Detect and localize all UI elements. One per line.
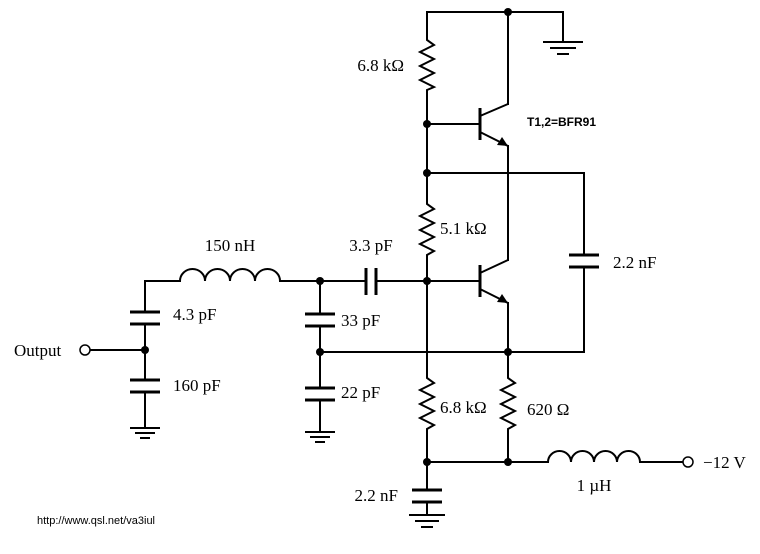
label-output: Output bbox=[14, 341, 62, 360]
ground-decouple bbox=[409, 514, 445, 528]
ground-shunt bbox=[305, 431, 335, 443]
footer-url: http://www.qsl.net/va3iul bbox=[37, 515, 155, 527]
resistor-r-bottom-bias bbox=[417, 374, 437, 432]
output-terminal bbox=[79, 344, 91, 356]
label-c-decouple: 2.2 nF bbox=[355, 486, 398, 505]
label-c-feedback: 2.2 nF bbox=[613, 253, 656, 272]
resistor-r-feedback bbox=[417, 200, 437, 258]
label-c-out-upper: 4.3 pF bbox=[173, 305, 216, 324]
label-supply: −12 V bbox=[703, 453, 747, 472]
label-c-shunt-upper: 33 pF bbox=[341, 311, 380, 330]
transistor-t2 bbox=[478, 259, 509, 304]
label-transistors: T1,2=BFR91 bbox=[527, 115, 596, 129]
label-l-choke: 1 µH bbox=[577, 476, 612, 495]
label-c-out-lower: 160 pF bbox=[173, 376, 221, 395]
junctions bbox=[141, 8, 512, 466]
label-c-coupling: 3.3 pF bbox=[349, 236, 392, 255]
label-r-bottom-bias: 6.8 kΩ bbox=[440, 398, 487, 417]
capacitor-c-out-lower bbox=[130, 378, 160, 394]
capacitor-c-feedback bbox=[569, 253, 599, 269]
wires bbox=[89, 11, 684, 516]
label-r-emitter: 620 Ω bbox=[527, 400, 569, 419]
capacitor-c-decouple bbox=[412, 488, 442, 504]
label-c-shunt-lower: 22 pF bbox=[341, 383, 380, 402]
capacitor-c-shunt-upper bbox=[305, 312, 335, 328]
inductor-l-series bbox=[179, 268, 281, 282]
label-r-top-bias: 6.8 kΩ bbox=[357, 56, 404, 75]
ground-top bbox=[543, 41, 583, 55]
capacitor-c-shunt-lower bbox=[305, 386, 335, 402]
resistor-r-emitter bbox=[498, 374, 518, 432]
capacitor-c-coupling bbox=[364, 268, 378, 295]
capacitor-c-out-upper bbox=[130, 310, 160, 326]
resistor-r-top-bias bbox=[417, 36, 437, 94]
supply-terminal bbox=[682, 456, 694, 468]
label-r-feedback: 5.1 kΩ bbox=[440, 219, 487, 238]
label-l-series: 150 nH bbox=[205, 236, 256, 255]
transistor-t1 bbox=[478, 103, 509, 147]
ground-output bbox=[130, 427, 160, 439]
inductor-l-choke bbox=[547, 450, 641, 463]
